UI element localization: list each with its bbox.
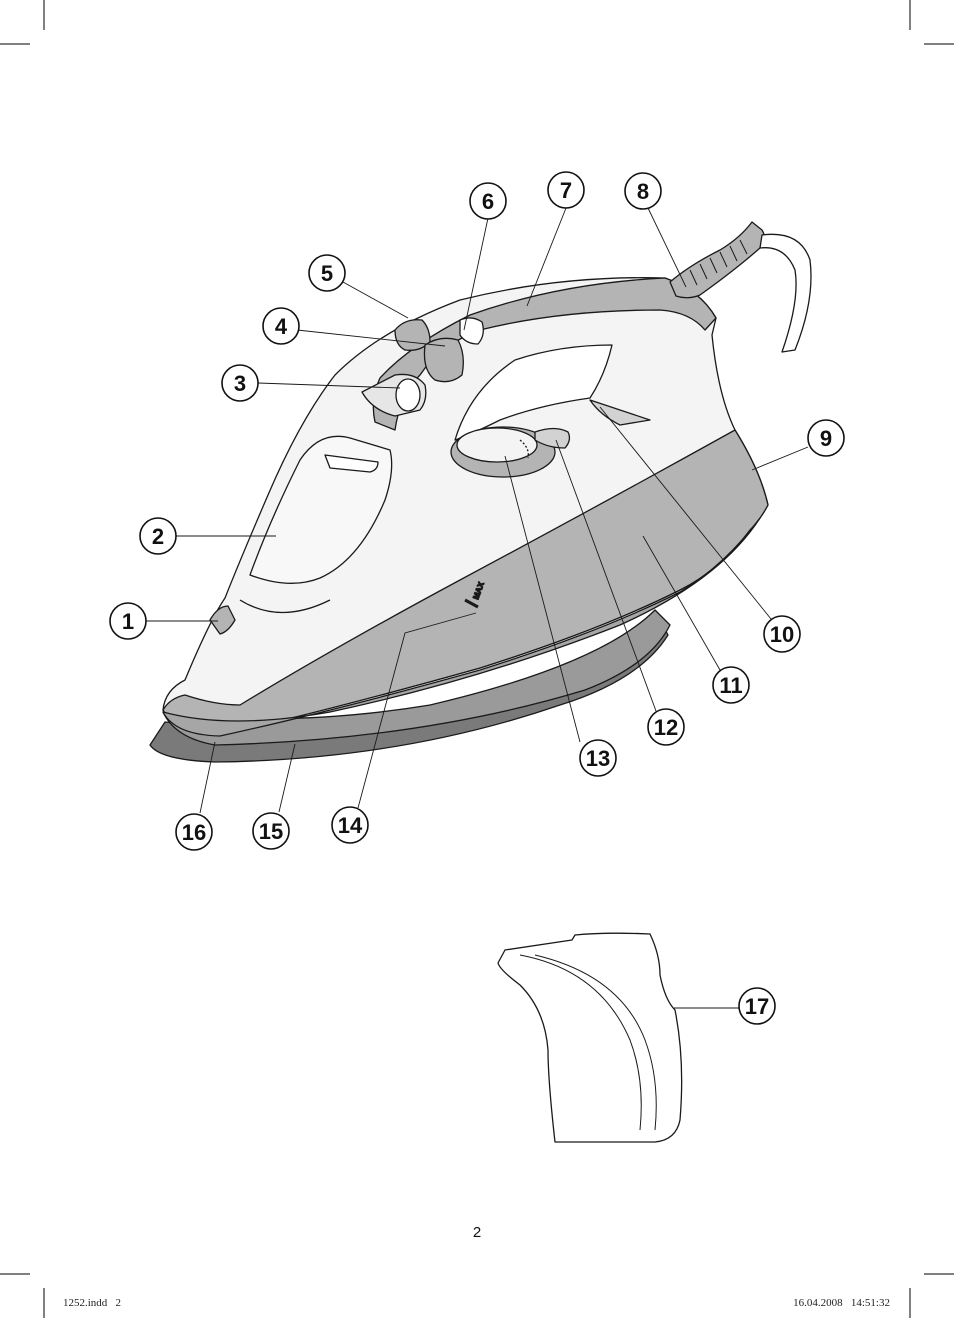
svg-text:12: 12 [654, 715, 678, 740]
svg-text:1: 1 [122, 609, 134, 634]
handle-opening [454, 344, 613, 441]
svg-text:2: 2 [152, 524, 164, 549]
callout-7: 7 [547, 171, 585, 209]
heel-accessory-curve-2 [534, 954, 657, 1131]
callout-5: 5 [308, 254, 346, 292]
svg-text:5: 5 [321, 261, 333, 286]
callout-8: 8 [624, 172, 662, 210]
leader-lines [146, 207, 809, 1009]
slug-right: 16.04.2008 14:51:32 [793, 1297, 890, 1309]
max-line [464, 598, 479, 609]
cord-ribs [689, 239, 748, 286]
slug-left: 1252.indd 2 [63, 1297, 121, 1309]
self-clean-recess [459, 317, 484, 345]
indicator-light [534, 427, 571, 449]
callout-17: 17 [738, 987, 776, 1025]
heel-accessory: 17 [497, 932, 776, 1143]
dial-marks [519, 439, 529, 459]
callouts: 1 2 3 4 5 6 7 8 [109, 171, 845, 851]
steam-selector-knob [395, 378, 421, 412]
svg-text:7: 7 [560, 178, 572, 203]
svg-text:11: 11 [719, 673, 742, 698]
callout-12: 12 [647, 708, 685, 746]
heel-accessory-body [497, 932, 683, 1143]
callout-4: 4 [262, 307, 300, 345]
callout-3: 3 [221, 364, 259, 402]
spray-button [423, 337, 464, 383]
callout-1: 1 [109, 602, 147, 640]
cord-guard-fin [589, 399, 651, 426]
water-tank-inner [324, 454, 379, 473]
svg-text:13: 13 [586, 746, 610, 771]
callout-9: 9 [807, 419, 845, 457]
water-tank-window [249, 435, 393, 584]
svg-text:16: 16 [182, 820, 206, 845]
page-number: 2 [473, 1224, 481, 1241]
svg-text:14: 14 [338, 813, 363, 838]
tank-curve [239, 599, 331, 614]
cord-guard [669, 221, 766, 299]
svg-text:10: 10 [770, 622, 794, 647]
callout-14: 14 [331, 806, 369, 844]
callout-13: 13 [579, 739, 617, 777]
callout-10: 10 [763, 615, 801, 653]
svg-text:3: 3 [234, 371, 246, 396]
power-cord [759, 233, 812, 353]
callout-15: 15 [252, 812, 290, 850]
callout-11: 11 [712, 666, 750, 704]
svg-text:6: 6 [482, 189, 494, 214]
svg-text:8: 8 [637, 179, 649, 204]
steam-iron: MAX [149, 221, 812, 763]
callout-16: 16 [175, 813, 213, 851]
heel-accessory-curve-1 [519, 954, 642, 1131]
temperature-dial-top [456, 427, 538, 463]
callout-2: 2 [139, 517, 177, 555]
svg-text:17: 17 [745, 994, 769, 1019]
spray-nozzle [209, 605, 236, 635]
svg-text:4: 4 [275, 314, 288, 339]
side-panel-lower [162, 517, 761, 737]
callout-6: 6 [469, 182, 507, 220]
svg-text:9: 9 [820, 426, 832, 451]
svg-text:15: 15 [259, 819, 283, 844]
